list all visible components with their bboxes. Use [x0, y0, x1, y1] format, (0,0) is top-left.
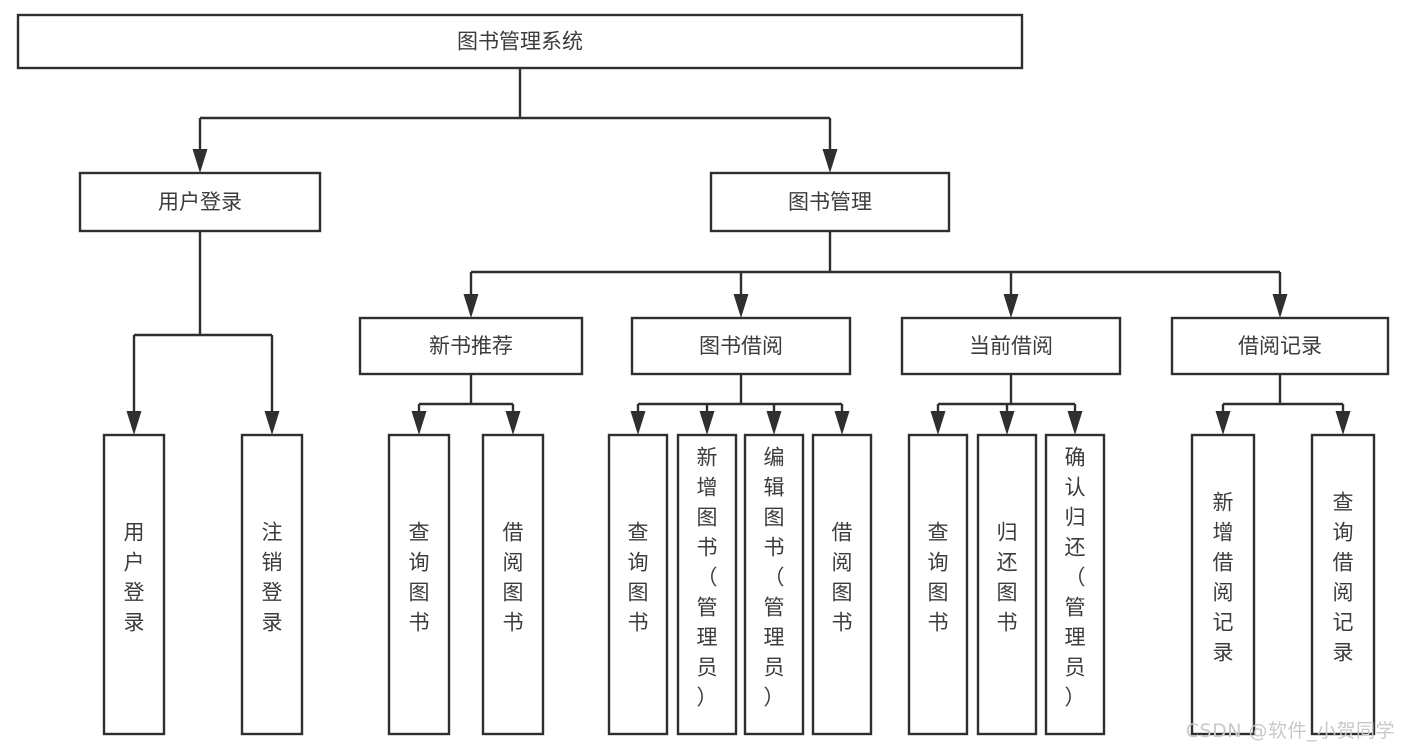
node-box[interactable]: [676, 433, 738, 736]
node-l3_0[interactable]: 新书推荐: [358, 316, 584, 376]
node-box[interactable]: [102, 433, 166, 736]
arrow-head-icon: [1272, 294, 1288, 318]
arrow-head-icon: [699, 411, 715, 435]
node-leaf_0[interactable]: 用户登录: [102, 433, 166, 736]
node-label: 查询图书: [409, 521, 430, 635]
connectors-layer: [126, 68, 1351, 435]
node-label: 借阅图书: [503, 521, 524, 635]
node-label: 新增借阅记录: [1213, 491, 1234, 665]
node-leaf_3[interactable]: 借阅图书: [481, 433, 545, 736]
node-leaf_9[interactable]: 归还图书: [976, 433, 1038, 736]
arrow-head-icon: [733, 294, 749, 318]
node-l2_1[interactable]: 图书管理: [709, 171, 951, 233]
node-box[interactable]: [1310, 433, 1376, 736]
node-label: 用户登录: [124, 521, 145, 635]
node-box[interactable]: [907, 433, 969, 736]
arrow-head-icon: [630, 411, 646, 435]
connector-group: [192, 68, 838, 173]
arrow-head-icon: [1003, 294, 1019, 318]
arrow-head-icon: [822, 149, 838, 173]
node-label: 确认归还（管理员）: [1065, 446, 1086, 710]
node-l2_0[interactable]: 用户登录: [78, 171, 322, 233]
node-label: 图书借阅: [699, 334, 783, 358]
arrow-head-icon: [411, 411, 427, 435]
connector-group: [126, 231, 280, 435]
connector-group: [630, 374, 850, 435]
arrow-head-icon: [1215, 411, 1231, 435]
arrow-head-icon: [1067, 411, 1083, 435]
node-box[interactable]: [709, 171, 951, 233]
node-label: 编辑图书（管理员）: [764, 446, 785, 710]
node-box[interactable]: [387, 433, 451, 736]
node-label: 借阅记录: [1238, 334, 1322, 358]
node-leaf_8[interactable]: 查询图书: [907, 433, 969, 736]
node-box[interactable]: [900, 316, 1122, 376]
node-box[interactable]: [358, 316, 584, 376]
node-leaf_11[interactable]: 新增借阅记录: [1190, 433, 1256, 736]
node-label: 归还图书: [997, 521, 1018, 635]
node-box[interactable]: [1044, 433, 1106, 736]
arrow-head-icon: [834, 411, 850, 435]
node-box[interactable]: [976, 433, 1038, 736]
arrow-head-icon: [766, 411, 782, 435]
node-leaf_10[interactable]: 确认归还（管理员）: [1044, 433, 1106, 736]
node-label: 查询借阅记录: [1333, 491, 1354, 665]
connector-group: [411, 374, 521, 435]
arrow-head-icon: [463, 294, 479, 318]
node-l3_3[interactable]: 借阅记录: [1170, 316, 1390, 376]
node-box[interactable]: [240, 433, 304, 736]
node-leaf_5[interactable]: 新增图书（管理员）: [676, 433, 738, 736]
node-label: 借阅图书: [832, 521, 853, 635]
node-root[interactable]: 图书管理系统: [16, 13, 1024, 70]
node-leaf_12[interactable]: 查询借阅记录: [1310, 433, 1376, 736]
node-box[interactable]: [630, 316, 852, 376]
node-label: 注销登录: [262, 521, 283, 635]
node-leaf_1[interactable]: 注销登录: [240, 433, 304, 736]
arrow-head-icon: [126, 411, 142, 435]
connector-group: [463, 231, 1288, 318]
nodes-layer: 图书管理系统用户登录图书管理新书推荐图书借阅当前借阅借阅记录用户登录注销登录查询…: [16, 13, 1390, 736]
node-label: 新增图书（管理员）: [697, 446, 718, 710]
node-label: 用户登录: [158, 190, 242, 214]
node-leaf_7[interactable]: 借阅图书: [811, 433, 873, 736]
node-label: 查询图书: [928, 521, 949, 635]
connector-group: [930, 374, 1083, 435]
node-label: 查询图书: [628, 521, 649, 635]
node-box[interactable]: [1170, 316, 1390, 376]
node-label: 当前借阅: [969, 334, 1053, 358]
node-box[interactable]: [1190, 433, 1256, 736]
node-box[interactable]: [743, 433, 805, 736]
node-box[interactable]: [481, 433, 545, 736]
node-leaf_4[interactable]: 查询图书: [607, 433, 669, 736]
node-label: 新书推荐: [429, 334, 513, 358]
node-box[interactable]: [16, 13, 1024, 70]
node-label: 图书管理系统: [457, 30, 583, 54]
node-leaf_6[interactable]: 编辑图书（管理员）: [743, 433, 805, 736]
arrow-head-icon: [192, 149, 208, 173]
node-box[interactable]: [607, 433, 669, 736]
arrow-head-icon: [264, 411, 280, 435]
node-box[interactable]: [78, 171, 322, 233]
node-box[interactable]: [811, 433, 873, 736]
arrow-head-icon: [999, 411, 1015, 435]
node-l3_1[interactable]: 图书借阅: [630, 316, 852, 376]
node-leaf_2[interactable]: 查询图书: [387, 433, 451, 736]
node-label: 图书管理: [788, 190, 872, 214]
connector-group: [1215, 374, 1351, 435]
arrow-head-icon: [930, 411, 946, 435]
arrow-head-icon: [1335, 411, 1351, 435]
arrow-head-icon: [505, 411, 521, 435]
node-l3_2[interactable]: 当前借阅: [900, 316, 1122, 376]
